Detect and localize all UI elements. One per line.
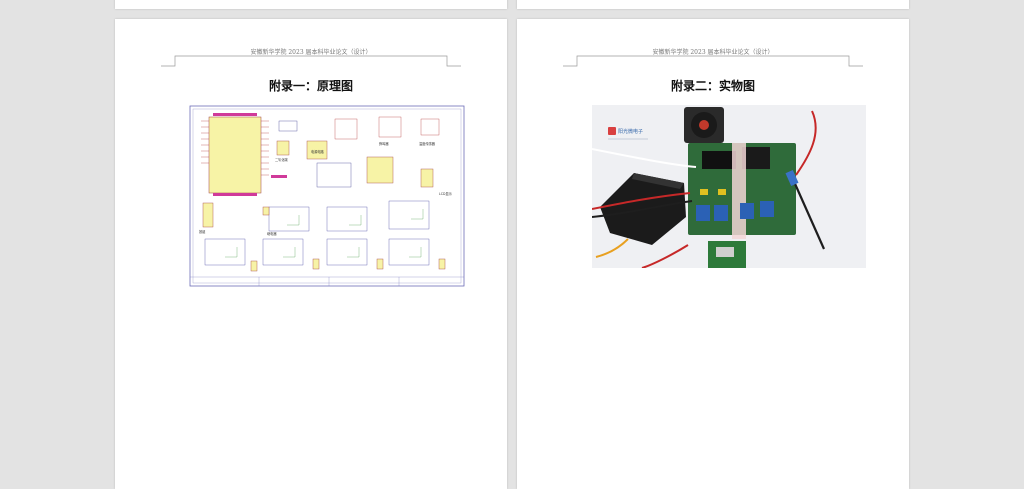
schematic-label-keys: 按键 (199, 229, 206, 234)
page-header: 安徽新华学院 2023 届本科毕业论文（设计） (250, 49, 372, 56)
document-page-appendix-2: 安徽新华学院 2023 届本科毕业论文（设计） 附录二：实物图 阳光微电子 (517, 19, 909, 489)
appendix-title: 附录二：实物图 (670, 79, 755, 93)
schematic-label-power: 电源电路 (311, 149, 325, 154)
circuit-schematic-figure: 电源电路 二氧化碳 蜂鸣器 温度传感器 按键 (189, 105, 465, 287)
schematic-label-temperature: 温度传感器 (419, 141, 436, 146)
schematic-label-relay: 继电器 (267, 231, 277, 236)
document-page-appendix-1: 安徽新华学院 2023 届本科毕业论文（设计） 附录一：原理图 (115, 19, 507, 489)
page-header: 安徽新华学院 2023 届本科毕业论文（设计） (652, 49, 774, 56)
previous-page-right (517, 0, 909, 9)
photo-watermark: 阳光微电子 (618, 128, 643, 135)
previous-page-left (115, 0, 507, 9)
header-rule (161, 55, 461, 67)
hardware-photo-figure: 阳光微电子 (592, 105, 866, 268)
schematic-label-lcd: LCD显示 (439, 192, 452, 196)
schematic-label-buzzer: 蜂鸣器 (379, 141, 389, 146)
schematic-label-co2: 二氧化碳 (275, 157, 289, 162)
appendix-title: 附录一：原理图 (268, 79, 353, 93)
header-rule (563, 55, 863, 67)
